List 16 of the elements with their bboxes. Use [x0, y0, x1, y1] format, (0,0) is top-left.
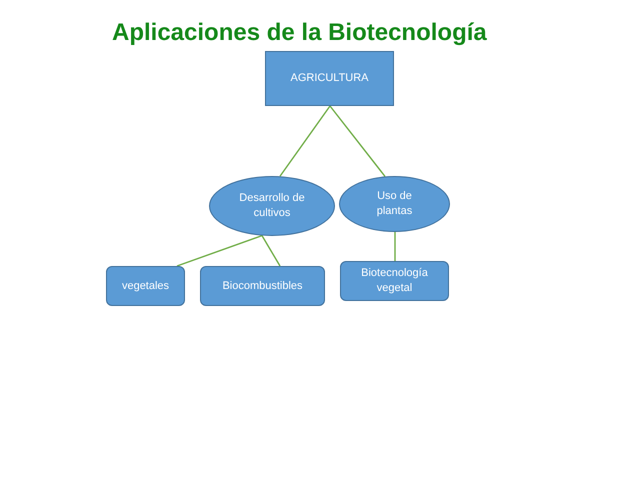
node-label: AGRICULTURA	[290, 71, 369, 86]
node-label: Uso de plantas	[376, 189, 414, 219]
rounded-box	[106, 266, 185, 306]
connector-line	[394, 232, 396, 261]
node-label: Desarrollo de cultivos	[238, 191, 306, 221]
node-label: Biocombustibles	[222, 278, 303, 294]
node-label: vegetales	[122, 278, 170, 294]
connector-line	[279, 106, 331, 177]
node-label: Biotecnología vegetal	[360, 266, 429, 296]
rectangle-box	[265, 51, 394, 106]
connector-line	[329, 106, 386, 177]
rounded-box	[200, 266, 325, 306]
diagram-title: Aplicaciones de la Biotecnología	[112, 18, 487, 48]
rounded-box	[340, 261, 449, 301]
connector-line	[261, 235, 281, 266]
connector-line	[176, 234, 262, 267]
